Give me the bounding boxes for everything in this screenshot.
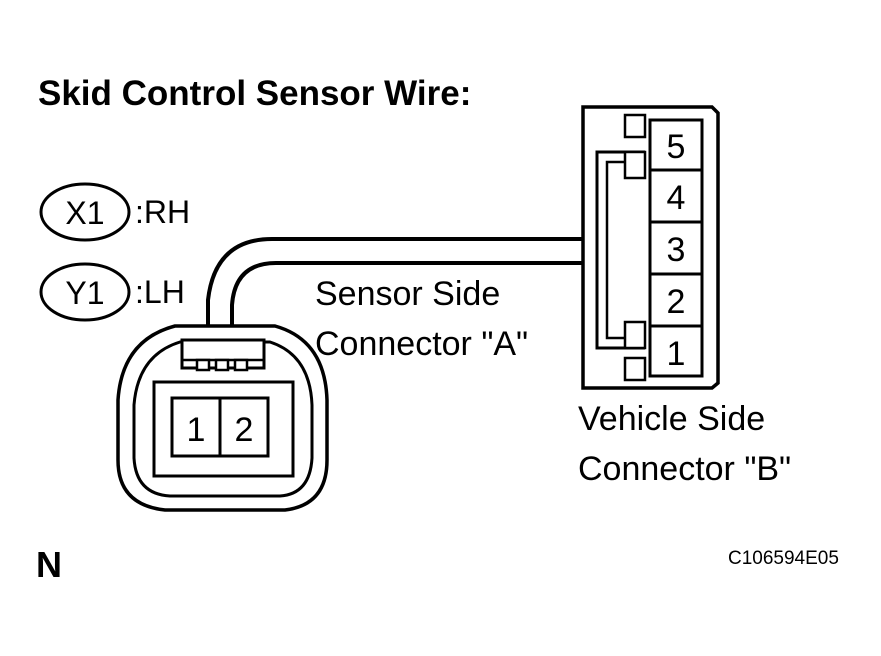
connector-a-pin-2: 2 (235, 411, 254, 449)
connector-b-pin-4: 4 (667, 179, 686, 217)
connector-a-latch-tab (214, 358, 230, 372)
diagram-title: Skid Control Sensor Wire: (38, 74, 472, 113)
wire-harness-inner (230, 261, 583, 330)
legend-y1-badge: Y1 (39, 262, 131, 322)
connector-b-pin-column (648, 118, 704, 378)
figure-code: C106594E05 (728, 548, 839, 569)
connector-b-caption-line2: Connector "B" (578, 450, 792, 488)
connector-b-notch (623, 320, 647, 350)
legend-x1-side: :RH (135, 194, 191, 230)
connector-b-guide-rail (595, 150, 645, 350)
connector-a-inner-shell (132, 340, 314, 498)
connector-b-caption-line1: Vehicle Side (578, 400, 766, 438)
wire-harness (206, 237, 583, 330)
legend-x1-badge: X1 (39, 182, 131, 242)
connector-b-bottom-lock (623, 356, 647, 382)
connector-a-latch-tab (195, 358, 211, 372)
connector-b-pin-5: 5 (667, 128, 686, 166)
connector-b-pin-1: 1 (667, 335, 686, 373)
legend-y1-code: Y1 (65, 275, 104, 311)
connector-a-caption-line1: Sensor Side (315, 275, 501, 313)
connector-a-caption-line2: Connector "A" (315, 325, 529, 363)
connector-b-notch (623, 150, 647, 180)
connector-a-latch (180, 338, 266, 370)
connector-b-top-lock (623, 113, 647, 139)
legend-y1-side: :LH (135, 274, 185, 310)
legend-x1-code: X1 (65, 195, 104, 231)
connector-a-latch-tab (233, 358, 249, 372)
connector-a-pin-1: 1 (187, 411, 206, 449)
connector-b: 5 4 3 2 1 (581, 105, 720, 390)
connector-a: 1 2 (116, 324, 329, 512)
connector-b-pin-2: 2 (667, 283, 686, 321)
corner-letter: N (36, 544, 62, 585)
connector-b-pin-3: 3 (667, 231, 686, 269)
